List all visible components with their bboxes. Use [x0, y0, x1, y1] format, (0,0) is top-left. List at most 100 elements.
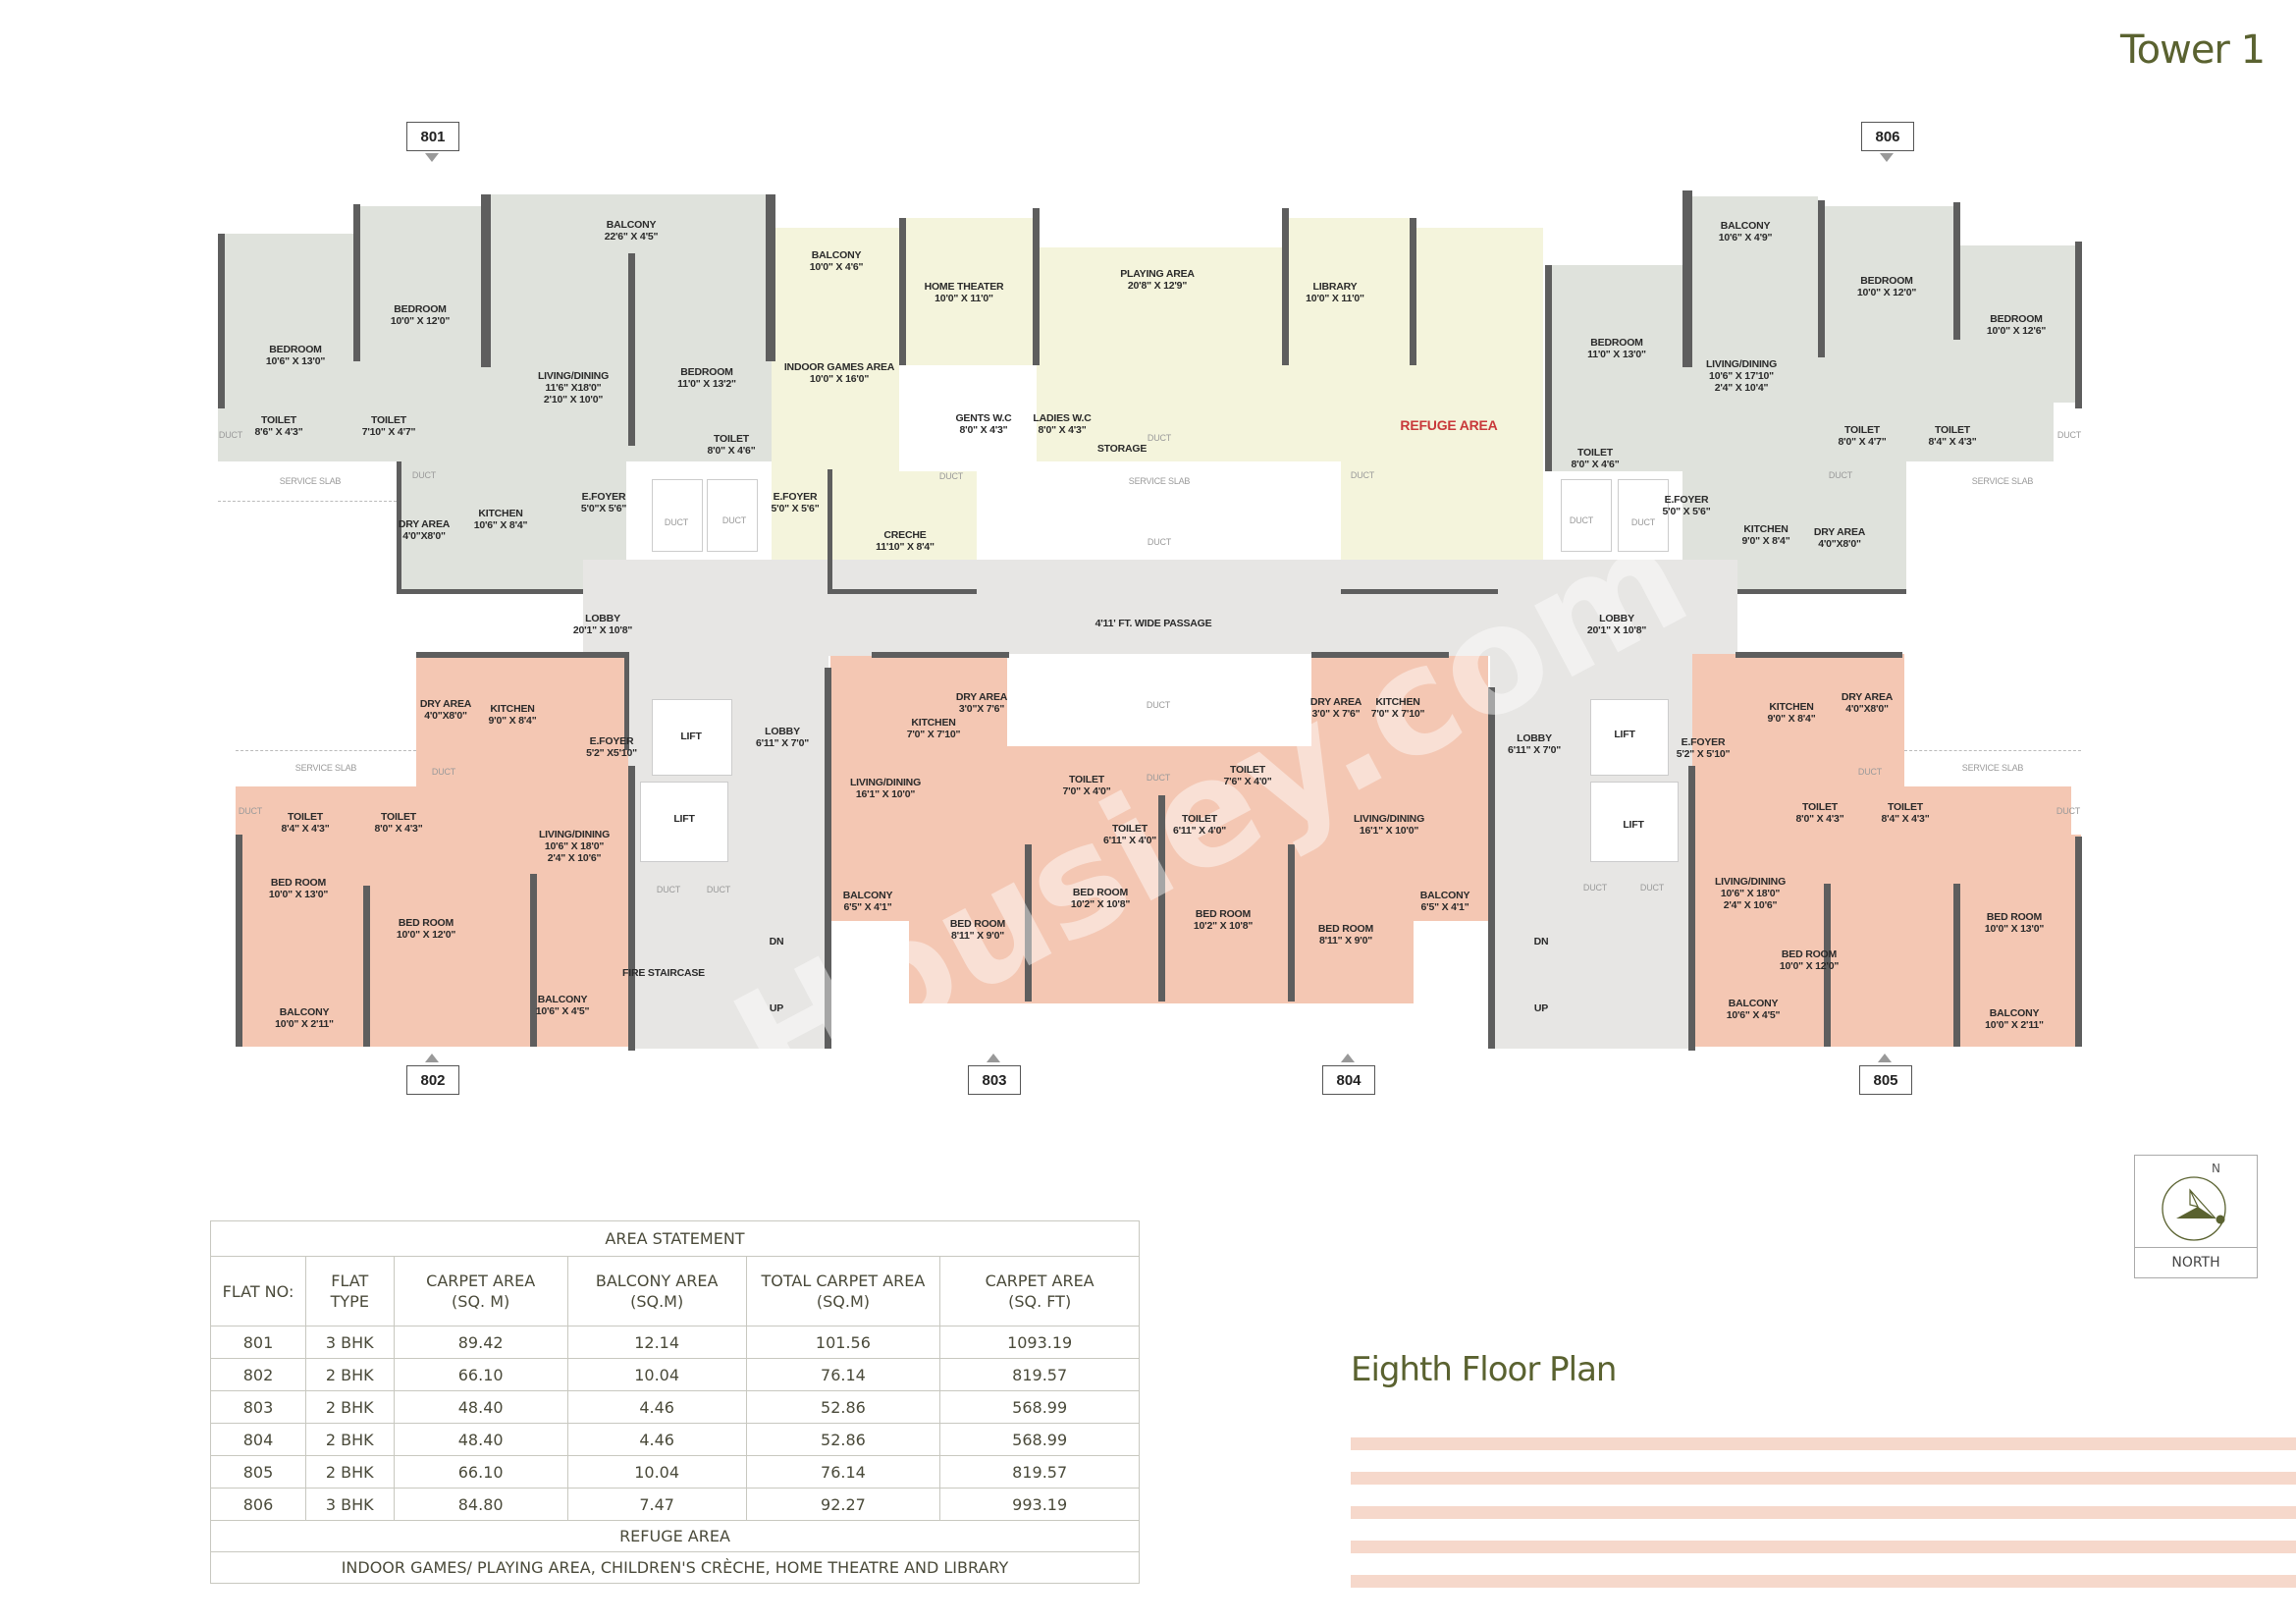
refuge-area-label: REFUGE AREA: [1400, 417, 1498, 433]
room-dimension: 5'0" X 5'6": [771, 503, 820, 514]
room-name: TOILET: [1230, 764, 1265, 776]
room-dimension: 10'6" X 18'0": [1720, 888, 1781, 899]
column-header-line: CARPET AREA: [985, 1272, 1095, 1290]
duct-label: DUCT: [1147, 537, 1172, 547]
room-name: HOME THEATER: [924, 281, 1004, 293]
room-dimension: 10'0" X 12'0": [1856, 287, 1917, 298]
tower-title: Tower 1: [2120, 27, 2266, 73]
flat-marker-801[interactable]: 801: [406, 122, 459, 151]
column-header: BALCONY AREA(SQ.M): [566, 1256, 747, 1326]
room-dimension: 10'6" X 4'5": [535, 1005, 590, 1017]
room-dimension: 9'0" X 8'4": [1741, 535, 1790, 547]
room-dimension: 7'0" X 7'10": [1370, 708, 1425, 720]
room-dimension: 11'10" X 8'4": [876, 541, 934, 553]
room-dimension: 8'0" X 4'3": [1038, 424, 1087, 436]
wall: [1545, 265, 1552, 471]
duct-label: DUCT: [411, 470, 437, 480]
flat-marker-806[interactable]: 806: [1861, 122, 1914, 151]
wall: [1824, 884, 1831, 1047]
duct-label: DUCT: [1569, 515, 1594, 525]
flat-marker-803[interactable]: 803: [968, 1065, 1021, 1095]
room-dimension: 10'0" X 2'11": [275, 1018, 334, 1030]
room-dimension: 10'0" X 16'0": [809, 373, 870, 385]
room-name: LOBBY: [1599, 613, 1634, 624]
flat-marker-805[interactable]: 805: [1859, 1065, 1912, 1095]
table-cell: 2 BHK: [304, 1455, 395, 1489]
room-name: BED ROOM: [1781, 948, 1838, 960]
room-label: 4'11' FT. WIDE PASSAGE: [1095, 618, 1212, 629]
flat-marker-802[interactable]: 802: [406, 1065, 459, 1095]
wall: [1488, 687, 1495, 1049]
wall: [1682, 190, 1692, 367]
room-name: BEDROOM: [1860, 275, 1913, 287]
wall: [1953, 884, 1960, 1047]
wall: [397, 461, 401, 593]
room-dimension: 8'0" X 4'6": [1571, 459, 1620, 470]
room-dimension: 5'0" X 5'6": [1662, 506, 1711, 517]
flat-marker-804[interactable]: 804: [1322, 1065, 1375, 1095]
table-cell: 10.04: [566, 1358, 747, 1391]
stair-direction-label: UP: [769, 1002, 784, 1014]
room-name: LIBRARY: [1312, 281, 1358, 293]
lobby-band: [583, 560, 1737, 656]
room-name: KITCHEN: [1375, 696, 1420, 708]
room-name: LIFT: [673, 813, 695, 825]
table-cell: 4.46: [566, 1390, 747, 1424]
room-name: BED ROOM: [949, 918, 1006, 930]
room-name: BEDROOM: [394, 303, 447, 315]
room-dimension: 10'6" X 4'5": [1726, 1009, 1781, 1021]
column-header-line: (SQ. M): [452, 1292, 510, 1311]
room-dimension: 9'0" X 8'4": [1767, 713, 1816, 725]
duct-shaft: [707, 479, 758, 552]
room-name: E.FOYER: [589, 735, 634, 747]
room-dimension: 6'11" X 4'0": [1102, 835, 1157, 846]
north-compass: N NORTH: [2134, 1155, 2258, 1278]
room-name: TOILET: [381, 811, 416, 823]
arrow-down-icon: [1880, 153, 1894, 162]
room-label: FIRE STAIRCASE: [622, 967, 705, 979]
room-name: FIRE STAIRCASE: [622, 967, 705, 979]
room-name: KITCHEN: [911, 717, 956, 729]
unit-806-area: [1545, 265, 1682, 471]
unit-805-area: [1904, 835, 2081, 1047]
duct-shaft: [652, 479, 703, 552]
room-dimension: 10'0" X 12'6": [1986, 325, 2047, 337]
table-cell: 805: [210, 1455, 306, 1489]
room-name: INDOOR GAMES AREA: [783, 361, 895, 373]
room-name: BED ROOM: [1072, 887, 1129, 898]
floor-title: Eighth Floor Plan: [1351, 1350, 1617, 1389]
room-dimension: 11'0" X 13'2": [677, 378, 736, 390]
room-dimension: 10'0" X 12'0": [1779, 960, 1840, 972]
duct-shaft: [1561, 479, 1612, 552]
room-dimension: 8'11" X 9'0": [1318, 935, 1372, 947]
room-dimension: 8'0" X 4'3": [959, 424, 1008, 436]
table-cell: 806: [210, 1488, 306, 1521]
wall: [481, 194, 491, 367]
room-label: LIFT: [1614, 729, 1635, 740]
room-name: LIVING/DINING: [849, 777, 922, 788]
service-slab-label: SERVICE SLAB: [279, 476, 342, 486]
room-label: STORAGE: [1097, 443, 1148, 455]
room-dimension: 10'6" X 4'9": [1718, 232, 1773, 244]
unit-801-area: [218, 234, 355, 461]
unit-806-area: [1953, 245, 2081, 403]
room-name: BEDROOM: [680, 366, 733, 378]
column-header: TOTAL CARPET AREA(SQ.M): [745, 1256, 941, 1326]
